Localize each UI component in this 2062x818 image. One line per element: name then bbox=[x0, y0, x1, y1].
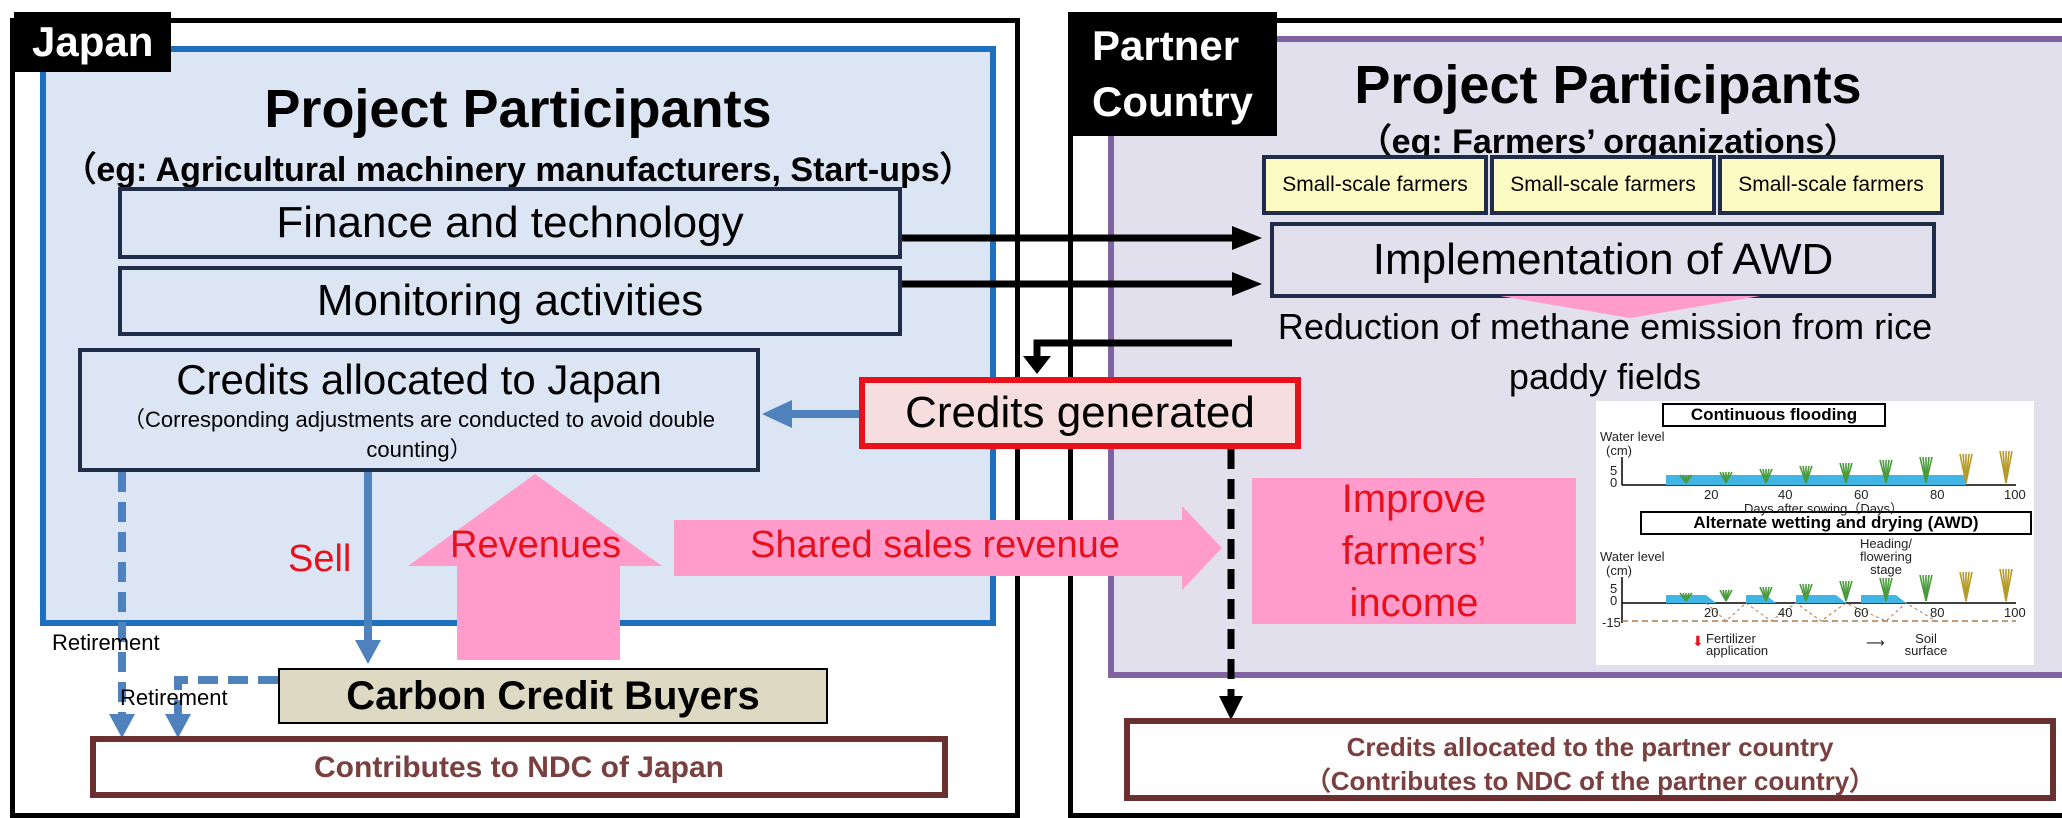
rice-plant bbox=[1719, 589, 1733, 602]
rice-plant bbox=[1799, 465, 1813, 484]
retirement-label-2: Retirement bbox=[120, 685, 228, 710]
credits-japan-title: Credits allocated to Japan bbox=[176, 356, 662, 403]
bottom-drying-lines bbox=[1705, 602, 1937, 622]
rice-plant bbox=[1919, 574, 1933, 602]
retirement-head-1 bbox=[109, 714, 135, 738]
shared-revenue-label: Shared sales revenue bbox=[750, 524, 1120, 566]
japan-title: Project Participants bbox=[264, 79, 772, 139]
rice-plant bbox=[1759, 468, 1773, 484]
partner-ndc-line2: （Contributes to NDC of the partner count… bbox=[1304, 766, 1876, 796]
credits-japan-note: （Corresponding adjustments are conducted… bbox=[123, 407, 715, 462]
retirement-line-2 bbox=[174, 676, 278, 716]
graph-heading-label: Heading/ flowering stage bbox=[1859, 536, 1913, 577]
retirement-label-1: Retirement bbox=[52, 630, 160, 655]
plant-glyphs bbox=[1679, 450, 2013, 484]
soil-arrow-icon: ⟶ bbox=[1866, 635, 1885, 650]
credits-japan-box: Credits allocated to Japan （Correspondin… bbox=[78, 348, 760, 472]
arrows-layer bbox=[109, 226, 1262, 738]
rice-plant bbox=[1799, 583, 1813, 602]
buyers-box: Carbon Credit Buyers bbox=[278, 668, 828, 724]
fertilizer-icon: ⬇ bbox=[1692, 633, 1704, 649]
farmer-box-3: Small-scale farmers bbox=[1718, 155, 1944, 215]
monitoring-box: Monitoring activities bbox=[118, 266, 902, 336]
finance-box: Finance and technology bbox=[118, 187, 902, 259]
finance-arrow-head bbox=[1232, 226, 1262, 250]
partner-tag-line1: Partner bbox=[1092, 22, 1240, 69]
partner-tag-line2: Country bbox=[1092, 78, 1253, 125]
rice-plant bbox=[1759, 586, 1773, 602]
revenues-arrow bbox=[408, 474, 662, 660]
rice-plant bbox=[1839, 580, 1853, 602]
improve-income-box: Improve farmers’ income bbox=[1252, 477, 1576, 625]
graph-top-x-80: 80 bbox=[1930, 487, 1945, 502]
sell-label: Sell bbox=[288, 538, 352, 580]
graph-top-ylabel-2: (cm) bbox=[1606, 443, 1632, 458]
top-water bbox=[1666, 475, 1966, 485]
credits-to-partner-ndc-head bbox=[1219, 696, 1243, 720]
rice-plant bbox=[1919, 456, 1933, 484]
reduction-text: Reduction of methane emission from rice … bbox=[1277, 306, 1933, 397]
japan-subtitle: （eg: Agricultural machinery manufacturer… bbox=[62, 151, 974, 189]
graph-x-label: Days after sowing（Days） bbox=[1744, 501, 1903, 516]
graph-bottom-tick-0: 0 bbox=[1610, 593, 1618, 608]
rice-plant bbox=[1679, 474, 1693, 484]
graph-top-x-40: 40 bbox=[1778, 487, 1793, 502]
partner-ndc-line1: Credits allocated to the partner country bbox=[1346, 732, 1834, 762]
rice-plant bbox=[1999, 568, 2013, 602]
graph-bottom-x-60: 60 bbox=[1854, 605, 1869, 620]
credits-generated-box: Credits generated bbox=[859, 377, 1301, 449]
farmer-box-2: Small-scale farmers bbox=[1490, 155, 1716, 215]
graph-bottom-ylabel-2: (cm) bbox=[1606, 563, 1632, 578]
graph-top-tick-0: 0 bbox=[1610, 475, 1618, 490]
graph-top-tick-5: 5 bbox=[1610, 463, 1618, 478]
awd-arrow-shape bbox=[1500, 296, 1760, 318]
japan-ndc-box: Contributes to NDC of Japan bbox=[90, 736, 948, 798]
graph-fertilizer-label: Fertilizer application bbox=[1706, 631, 1769, 658]
graph-bottom-tick-m15: -15 bbox=[1602, 615, 1621, 630]
credits-to-japan-head bbox=[762, 400, 792, 428]
awd-arrow-pink bbox=[1500, 296, 1760, 318]
retirement-head-2 bbox=[165, 714, 191, 738]
rice-plant bbox=[1959, 453, 1973, 484]
rice-plant bbox=[1839, 462, 1853, 484]
rice-plant bbox=[1999, 450, 2013, 484]
water-level-graph: Continuous flooding Water level (cm) 5 0… bbox=[1596, 401, 2034, 665]
graph-top-x-60: 60 bbox=[1854, 487, 1869, 502]
graph-top-x-100: 100 bbox=[2004, 487, 2026, 502]
reduction-arrow-line bbox=[1033, 339, 1232, 358]
graph-top-ylabel-1: Water level bbox=[1600, 429, 1665, 444]
graph-bottom-x-80: 80 bbox=[1930, 605, 1945, 620]
revenues-label: Revenues bbox=[450, 524, 622, 566]
reduction-arrow-head bbox=[1023, 356, 1051, 374]
partner-tag: Partner Country bbox=[1068, 12, 1277, 136]
shared-revenue-arrow bbox=[674, 506, 1222, 590]
plant-glyphs bbox=[1679, 568, 2013, 602]
monitoring-arrow-head bbox=[1232, 272, 1262, 296]
graph-bottom-x-40: 40 bbox=[1778, 605, 1793, 620]
partner-title: Project Participants bbox=[1354, 55, 1862, 115]
partner-ndc-box: Credits allocated to the partner country… bbox=[1124, 718, 2056, 801]
graph-bottom-x-100: 100 bbox=[2004, 605, 2026, 620]
rice-plant bbox=[1879, 577, 1893, 602]
japan-tag: Japan bbox=[14, 12, 172, 72]
graph-bottom-title: Alternate wetting and drying (AWD) bbox=[1640, 511, 2032, 535]
graph-bottom-ylabel-1: Water level bbox=[1600, 549, 1665, 564]
graph-top-title: Continuous flooding bbox=[1662, 403, 1886, 427]
rice-plant bbox=[1879, 459, 1893, 484]
rice-plant bbox=[1679, 592, 1693, 602]
rice-plant bbox=[1959, 571, 1973, 602]
farmer-box-1: Small-scale farmers bbox=[1262, 155, 1488, 215]
rice-plant bbox=[1719, 471, 1733, 484]
graph-soil-label: Soil surface bbox=[1904, 631, 1948, 658]
graph-bottom-x-20: 20 bbox=[1704, 605, 1719, 620]
sell-arrow-head bbox=[355, 640, 381, 664]
graph-top-x-20: 20 bbox=[1704, 487, 1719, 502]
graph-bottom-tick-5: 5 bbox=[1610, 581, 1618, 596]
partner-subtitle: （eg: Farmers’ organizations） bbox=[1357, 123, 1859, 161]
